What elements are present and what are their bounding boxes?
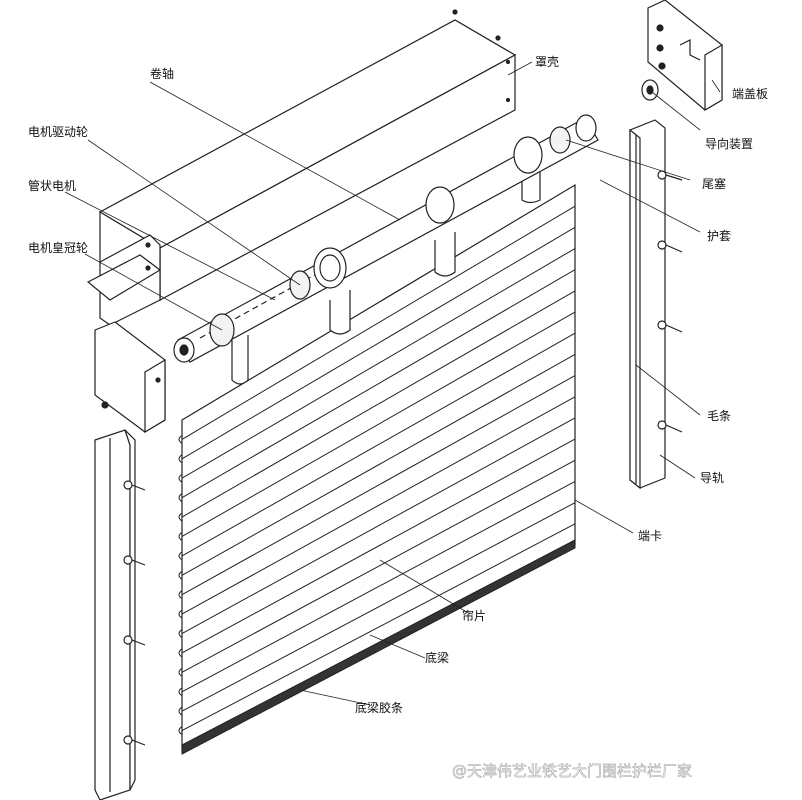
label-end-clip: 端卡 — [638, 529, 662, 543]
slat-divider — [181, 375, 576, 596]
slat-divider — [181, 396, 576, 615]
right-guide-rail — [629, 119, 683, 490]
bottom-rubber-strip — [181, 539, 576, 755]
slat-edge — [178, 551, 183, 561]
slat-edge — [178, 473, 183, 483]
slat-edge — [178, 532, 183, 541]
label-end-cover-plate: 端盖板 — [732, 87, 768, 101]
tail-plug — [549, 126, 571, 154]
label-reel-axis: 卷轴 — [150, 66, 174, 81]
label-slat: 帘片 — [462, 608, 486, 623]
slat-edge — [178, 434, 183, 444]
hanging-straps — [231, 168, 541, 385]
slat-edge — [178, 570, 183, 580]
slat-divider — [181, 438, 576, 654]
slat-edge — [178, 648, 183, 658]
rail-screws-left — [123, 480, 146, 746]
label-tubular-motor: 管状电机 — [28, 178, 76, 193]
slat-divider — [181, 205, 576, 440]
label-brush-strip: 毛条 — [707, 409, 731, 423]
label-guide-device: 导向装置 — [705, 136, 753, 151]
slat-edge — [178, 687, 183, 697]
slat-divider — [181, 417, 576, 634]
slat-divider — [181, 502, 576, 712]
slat-edge — [178, 493, 183, 503]
slat-divider — [181, 290, 576, 518]
label-motor-drive-wheel: 电机驱动轮 — [28, 125, 88, 139]
label-guide-rail: 导轨 — [700, 471, 724, 485]
slat-divider — [181, 353, 576, 576]
slat-divider — [181, 332, 576, 557]
slat-divider — [181, 311, 576, 537]
slat-divider — [181, 481, 576, 693]
label-sleeve: 护套 — [707, 229, 731, 243]
left-end-cap — [94, 321, 166, 434]
slat-edge — [178, 609, 183, 619]
label-tail-plug: 尾塞 — [702, 176, 726, 191]
part-labels: 罩壳 卷轴 电机驱动轮 管状电机 电机皇冠轮 端盖板 导向装置 尾塞 护套 毛条… — [28, 55, 768, 715]
label-motor-crown-wheel: 电机皇冠轮 — [28, 241, 88, 255]
slat-edge — [178, 726, 183, 736]
slat-edge — [178, 590, 183, 600]
slat-divider — [181, 248, 576, 479]
curtain-panel — [178, 183, 576, 755]
slat-edge — [178, 512, 183, 522]
left-guide-rail — [94, 429, 146, 800]
slat-divider — [181, 226, 576, 460]
slat-divider — [181, 523, 576, 732]
label-bottom-beam: 底梁 — [425, 650, 449, 665]
leader-lines — [64, 61, 721, 706]
slat-edge — [178, 706, 183, 716]
slat-divider — [181, 269, 576, 499]
motor-bracket — [86, 234, 162, 326]
rail-screws-right — [657, 170, 683, 433]
label-shield: 罩壳 — [535, 55, 559, 69]
slat-edge — [178, 454, 183, 464]
label-bottom-beam-rubber: 底梁胶条 — [355, 700, 403, 715]
slat-edge — [178, 629, 183, 638]
guide-device — [641, 79, 659, 101]
end-cover-plate — [641, 0, 723, 112]
slat-edge — [178, 667, 183, 677]
watermark-text: @天津伟艺业铁艺大门围栏护栏厂家 — [452, 762, 692, 780]
slat-divider — [181, 459, 576, 673]
reel-axis — [173, 114, 599, 363]
